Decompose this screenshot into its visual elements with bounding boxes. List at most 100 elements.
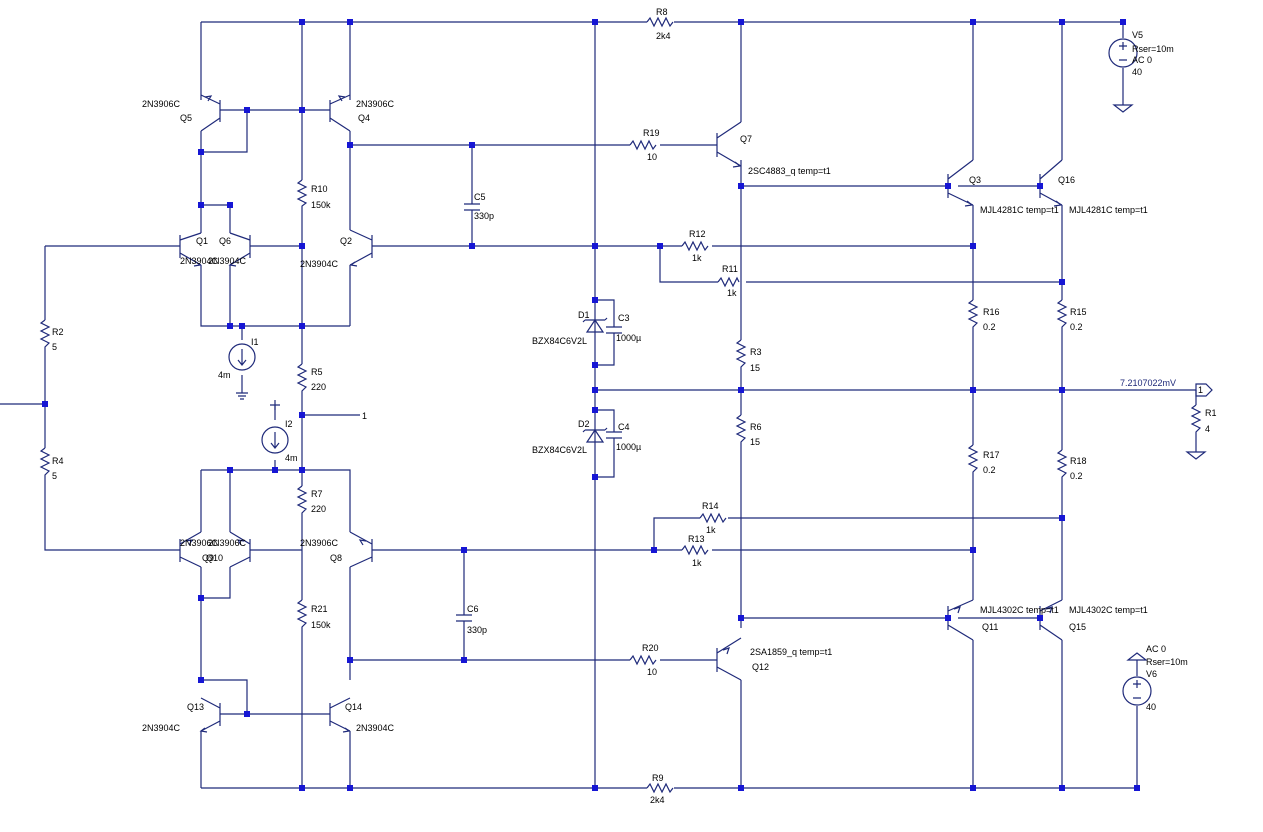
resistors [39, 16, 1202, 794]
label-R21-ref: R21 [311, 604, 328, 614]
junction-dot [1059, 785, 1065, 791]
label-V6-ref: V6 [1146, 669, 1157, 679]
junction-dot [1037, 615, 1043, 621]
resistor-R8 [646, 16, 674, 28]
label-Q8-val: 2N3906C [300, 538, 339, 548]
label-V5-rser: Rser=10m [1132, 44, 1174, 54]
junction-dot [970, 243, 976, 249]
transistor-Q5 [200, 94, 221, 132]
label-net-1: 1 [362, 411, 367, 421]
junction-dot [970, 547, 976, 553]
junction-dot [1037, 183, 1043, 189]
label-Q16-ref: Q16 [1058, 175, 1075, 185]
label-Q12-ref: Q12 [752, 662, 769, 672]
resistor-R20 [629, 654, 657, 666]
label-V5-ac: AC 0 [1132, 55, 1152, 65]
resistor-R12 [681, 240, 709, 252]
junction-dot [651, 547, 657, 553]
label-R6-val: 15 [750, 437, 760, 447]
label-Q2-ref: Q2 [340, 236, 352, 246]
label-C6-ref: C6 [467, 604, 479, 614]
junction-dot [227, 467, 233, 473]
junction-dot [347, 785, 353, 791]
resistor-R7 [296, 485, 308, 516]
resistor-R1 [1190, 404, 1202, 435]
label-D1-val: BZX84C6V2L [532, 336, 587, 346]
label-Q2-val: 2N3904C [300, 259, 339, 269]
label-D1-ref: D1 [578, 310, 590, 320]
junction-dot [970, 19, 976, 25]
resistor-R15 [1056, 299, 1068, 335]
label-D2-val: BZX84C6V2L [532, 445, 587, 455]
label-R17-val: 0.2 [983, 465, 996, 475]
junction-dot [347, 657, 353, 663]
label-V5-val: 40 [1132, 67, 1142, 77]
label-C6-val: 330p [467, 625, 487, 635]
junction-dot [592, 407, 598, 413]
label-R2-val: 5 [52, 342, 57, 352]
label-R9-val: 2k4 [650, 795, 665, 805]
junction-dot [592, 19, 598, 25]
label-R1-val: 4 [1205, 424, 1210, 434]
resistor-R17 [967, 444, 979, 475]
label-Q13-ref: Q13 [187, 702, 204, 712]
label-R8-ref: R8 [656, 7, 668, 17]
capacitor-C4 [606, 431, 622, 439]
label-Q7-val: 2SC4883_q temp=t1 [748, 166, 831, 176]
label-R15-ref: R15 [1070, 307, 1087, 317]
resistor-R6 [735, 414, 747, 445]
junction-dot [738, 785, 744, 791]
capacitor-C6 [456, 614, 472, 622]
junction-dot [970, 785, 976, 791]
resistor-R13 [681, 544, 709, 556]
label-R14-ref: R14 [702, 501, 719, 511]
junction-dot [592, 474, 598, 480]
label-V6-val: 40 [1146, 702, 1156, 712]
transistor-Q2 [349, 229, 373, 267]
label-Q1-val: 2N3904C [180, 256, 219, 266]
label-Q11-val: MJL4302C temp=t1 [980, 605, 1059, 615]
junction-dot [461, 547, 467, 553]
label-I1-val: 4m [218, 370, 231, 380]
junction-dot [461, 657, 467, 663]
ground-R1 [1185, 451, 1207, 460]
junction-dot [738, 183, 744, 189]
transistor-Q11 [947, 599, 974, 641]
resistor-R9 [646, 782, 674, 794]
label-R14-val: 1k [706, 525, 716, 535]
label-R11-ref: R11 [722, 264, 738, 274]
label-Q7-ref: Q7 [740, 134, 752, 144]
label-R7-val: 220 [311, 504, 326, 514]
junction-dot [239, 323, 245, 329]
output-port [1195, 383, 1213, 397]
label-Q5-val: 2N3906C [142, 99, 181, 109]
junction-dot [1120, 19, 1126, 25]
junction-dot [1059, 387, 1065, 393]
junction-dot [347, 19, 353, 25]
transistor-Q10 [229, 531, 251, 568]
label-R20-val: 10 [647, 667, 657, 677]
junction-dot [592, 297, 598, 303]
label-Q14-val: 2N3904C [356, 723, 395, 733]
junction-dot [738, 19, 744, 25]
junction-dot [299, 323, 305, 329]
labels: R8 2k4 R9 2k4 2N3906C Q5 2N3906C Q4 R10 … [52, 7, 1217, 805]
junction-dot [198, 202, 204, 208]
label-C5-ref: C5 [474, 192, 486, 202]
label-R12-val: 1k [692, 253, 702, 263]
label-Q15-ref: Q15 [1069, 622, 1086, 632]
junction-dot [592, 362, 598, 368]
label-I2-val: 4m [285, 453, 298, 463]
junction-dot [1059, 515, 1065, 521]
label-R1-ref: R1 [1205, 408, 1217, 418]
label-Q14-ref: Q14 [345, 702, 362, 712]
transistor-Q1 [179, 232, 202, 267]
label-Q10-ref: Q10 [206, 553, 223, 563]
transistor-Q4 [329, 94, 351, 132]
zener-D2 [582, 427, 608, 443]
label-R19-ref: R19 [643, 128, 660, 138]
label-R9-ref: R9 [652, 773, 664, 783]
junction-dot [299, 107, 305, 113]
label-Q4-val: 2N3906C [356, 99, 395, 109]
label-R6-ref: R6 [750, 422, 762, 432]
